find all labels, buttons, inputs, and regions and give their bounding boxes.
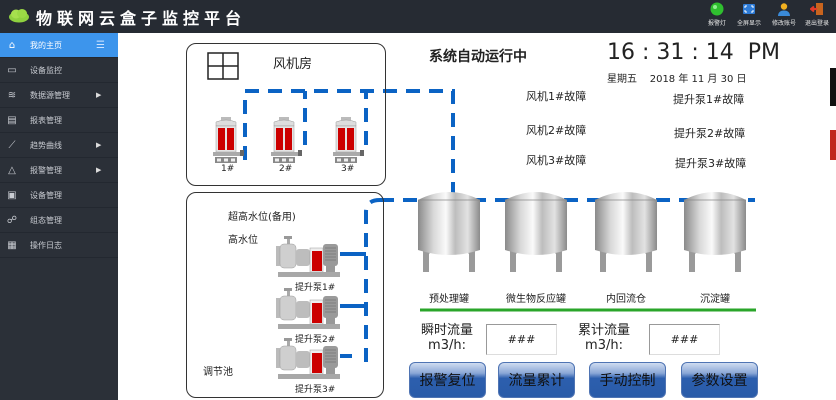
sidebar-item-label: 报警管理 [30, 165, 62, 175]
fullscreen-button[interactable]: 全屏显示 [731, 2, 767, 27]
tank-1-label: 预处理罐 [429, 294, 469, 305]
lift-pump-2-label: 提升泵2# [295, 335, 336, 345]
bell-icon: △ [8, 164, 16, 176]
edit-account-label: 修改账号 [771, 20, 796, 27]
alarm-light-label: 报警灯 [707, 20, 726, 27]
total-flow-value: ### [649, 324, 720, 355]
total-flow-title: 累计流量 [578, 323, 631, 338]
edge-panel-dark [830, 68, 836, 106]
sidebar-item-5[interactable]: △ 报警管理 ▶ [0, 158, 118, 183]
expand-arrow-icon: ▶ [96, 141, 102, 149]
fan-room-title: 风机房 [273, 57, 313, 72]
high-level-label: 高水位 [228, 235, 258, 246]
tank-3-label: 内回流仓 [606, 294, 646, 305]
manual-control-button[interactable]: 手动控制 [589, 362, 666, 398]
pool-panel [186, 192, 384, 398]
pump3-fault: 提升泵3#故障 [675, 157, 747, 170]
config-icon: ☍ [6, 214, 18, 226]
fan1-fault: 风机1#故障 [526, 90, 587, 103]
sidebar-item-label: 设备管理 [30, 190, 62, 200]
report-icon: ▤ [7, 114, 17, 126]
sidebar-item-label: 数据源管理 [30, 90, 70, 100]
window-icon [207, 52, 239, 80]
logout-button[interactable]: 退出登录 [799, 2, 835, 27]
fan-1-icon [213, 117, 244, 163]
expand-arrow-icon: ▶ [96, 166, 102, 174]
clock-date: 星期五 2018 年 11 月 30 日 [607, 74, 747, 85]
sidebar-item-label: 我的主页 [30, 40, 62, 50]
logout-label: 退出登录 [804, 20, 829, 27]
fan3-fault: 风机3#故障 [526, 154, 587, 167]
tank-4-label: 沉淀罐 [700, 294, 730, 305]
fan-room-panel [186, 43, 386, 186]
instant-flow-value: ### [486, 324, 557, 355]
menu-toggle-icon[interactable]: ☰ [96, 39, 105, 51]
alarm-light-button[interactable]: 报警灯 [699, 2, 735, 27]
lift-pump-3-label: 提升泵3# [295, 385, 336, 395]
sidebar-item-label: 设备监控 [30, 65, 62, 75]
tank-2-icon [505, 192, 567, 272]
log-icon: ▦ [7, 239, 17, 251]
sidebar-item-label: 报表管理 [30, 115, 62, 125]
home-icon: ⌂ [8, 39, 16, 51]
instant-flow-title: 瞬时流量 [421, 323, 474, 338]
device-icon: ▣ [7, 189, 17, 201]
monitor-icon: ▭ [7, 64, 17, 76]
instant-flow-unit: m3/h: [428, 338, 466, 353]
clock-time: 16 : 31 : 14 PM [607, 40, 781, 65]
pool-name-label: 调节池 [203, 367, 233, 378]
lift-pump-1-icon [276, 236, 340, 277]
trend-icon: ⟋ [8, 139, 16, 151]
total-flow-unit: m3/h: [585, 338, 623, 353]
sidebar-item-label: 趋势曲线 [30, 140, 62, 150]
fullscreen-label: 全屏显示 [736, 20, 761, 27]
tank-3-icon [595, 192, 657, 272]
database-icon: ≋ [7, 89, 17, 101]
fan-3-icon [333, 117, 364, 163]
sidebar-item-8[interactable]: ▦ 操作日志 [0, 233, 118, 258]
lift-pump-3-icon [276, 338, 340, 379]
fan-2-label: 2# [279, 164, 293, 174]
sidebar-item-2[interactable]: ≋ 数据源管理 ▶ [0, 83, 118, 108]
edit-account-button[interactable]: 修改账号 [766, 2, 802, 27]
alarm-light-icon [710, 2, 724, 16]
expand-arrow-icon: ▶ [96, 91, 102, 99]
fan-air-pipe [243, 89, 455, 200]
fan-2-icon [271, 117, 302, 163]
alarm-reset-button[interactable]: 报警复位 [409, 362, 486, 398]
sidebar-item-4[interactable]: ⟋ 趋势曲线 ▶ [0, 133, 118, 158]
header-bar: 物联网云盒子监控平台 报警灯 全屏显示 修改账号 退出登录 [0, 0, 836, 33]
sidebar-item-label: 操作日志 [30, 240, 62, 250]
sidebar-item-7[interactable]: ☍ 组态管理 [0, 208, 118, 233]
flow-accumulate-button[interactable]: 流量累计 [498, 362, 575, 398]
sidebar-item-6[interactable]: ▣ 设备管理 [0, 183, 118, 208]
fan-1-label: 1# [221, 164, 235, 174]
super-high-level-label: 超高水位(备用) [228, 212, 296, 223]
sidebar-item-0[interactable]: ⌂ 我的主页 ☰ [0, 33, 118, 58]
fan2-fault: 风机2#故障 [526, 124, 587, 137]
pump1-fault: 提升泵1#故障 [673, 93, 745, 106]
fan-3-label: 3# [341, 164, 355, 174]
app-title: 物联网云盒子监控平台 [36, 9, 247, 28]
lift-pump-2-icon [276, 288, 340, 329]
tank-2-label: 微生物反应罐 [506, 294, 566, 305]
cloud-logo-icon [9, 9, 29, 23]
tank-4-icon [684, 192, 746, 272]
tank-1-icon [418, 192, 480, 272]
sidebar-item-1[interactable]: ▭ 设备监控 [0, 58, 118, 83]
sidebar-item-3[interactable]: ▤ 报表管理 [0, 108, 118, 133]
logout-icon [810, 3, 823, 15]
sidebar: ⌂ 我的主页 ☰ ▭ 设备监控 ≋ 数据源管理 ▶ ▤ 报表管理 ⟋ 趋势曲线 ▶ △ 报警管理 ▶ ▣ 设备管理… [0, 33, 118, 400]
edge-panel-red [830, 130, 836, 160]
system-status: 系统自动运行中 [429, 49, 527, 65]
sidebar-item-label: 组态管理 [30, 215, 62, 225]
parameter-settings-button[interactable]: 参数设置 [681, 362, 758, 398]
fullscreen-icon [743, 4, 755, 14]
user-icon [778, 3, 790, 16]
lift-pump-1-label: 提升泵1# [295, 283, 336, 293]
pump2-fault: 提升泵2#故障 [674, 127, 746, 140]
